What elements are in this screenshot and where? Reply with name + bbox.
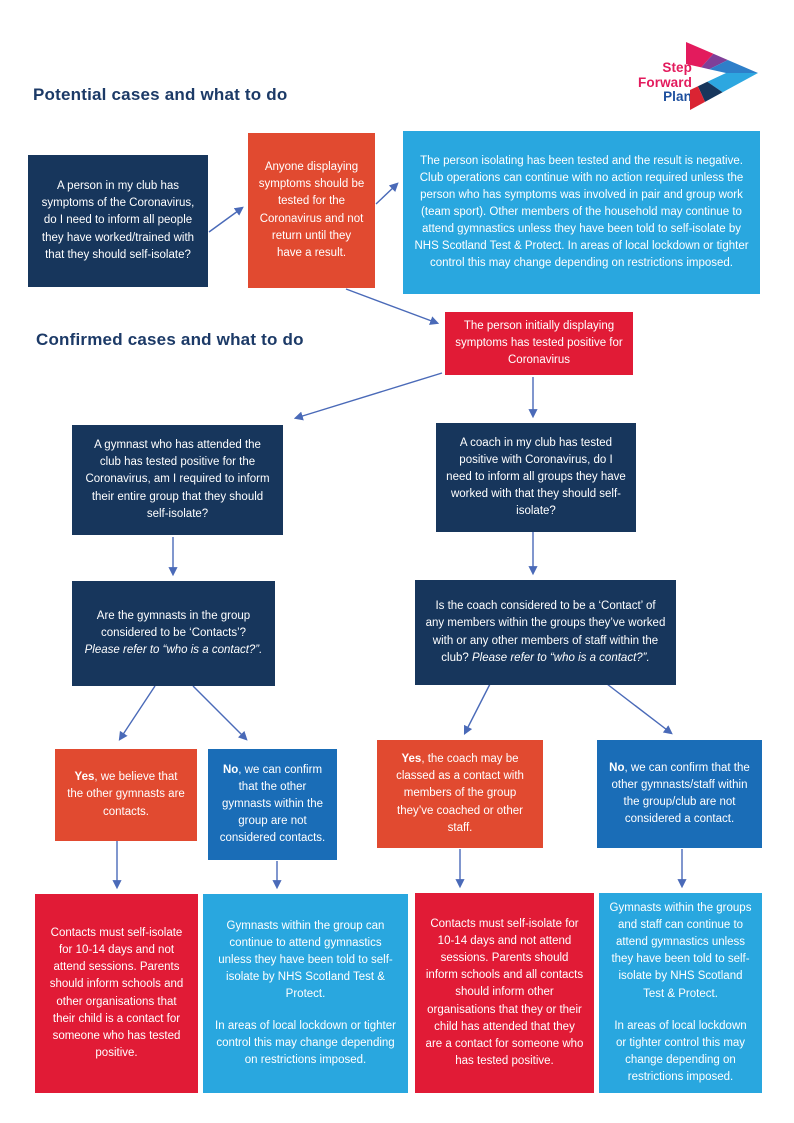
box-gymnasts-contacts-question-text: Are the gymnasts in the group considered…	[82, 608, 265, 659]
box-coach-contact-question: Is the coach considered to be a ‘Contact…	[415, 580, 676, 685]
arrow-testing-to-negative	[375, 182, 399, 205]
box-symptoms-question: A person in my club has symptoms of the …	[28, 155, 208, 287]
box-gymnast-positive-question-text: A gymnast who has attended the club has …	[85, 439, 270, 520]
box-group-continue-left: Gymnasts within the group can continue t…	[203, 894, 408, 1093]
box-coach-positive-question: A coach in my club has tested positive w…	[436, 423, 636, 532]
box-yes-coach-contact: Yes, the coach may be classed as a conta…	[377, 740, 543, 848]
yes-text: , we believe that the other gymnasts are…	[67, 771, 185, 818]
box-coach-positive-question-text: A coach in my club has tested positive w…	[446, 436, 626, 518]
box-testing-advice-text: Anyone displaying symptoms should be tes…	[258, 161, 365, 259]
arrow-contactsq-to-yes1	[118, 685, 156, 741]
box-contacts-isolate-right: Contacts must self-isolate for 10-14 day…	[415, 893, 594, 1093]
arrow-contactsq-to-no1	[192, 685, 248, 741]
no-text: , we can confirm that the other gymnasts…	[611, 761, 750, 826]
arrow-contactq-to-yes2	[463, 683, 491, 736]
box-coach-contact-question-text: Is the coach considered to be a ‘Contact…	[425, 598, 666, 666]
logo-word-forward: Forward	[638, 74, 692, 90]
box-gymnasts-contacts-question: Are the gymnasts in the group considered…	[72, 581, 275, 686]
box-positive-confirmed: The person initially displaying symptoms…	[445, 312, 633, 375]
box-groups-continue-right-p1: Gymnasts within the groups and staff can…	[609, 902, 752, 1000]
box-positive-confirmed-text: The person initially displaying symptoms…	[455, 319, 623, 367]
no-label: No	[609, 761, 625, 774]
yes-label: Yes	[74, 771, 95, 784]
contacts-question-refer-note: Please refer to “who is a contact?”.	[84, 644, 263, 656]
box-testing-advice: Anyone displaying symptoms should be tes…	[248, 133, 375, 288]
arrow-contactq-to-no2	[606, 683, 673, 735]
box-yes-coach-contact-text: Yes, the coach may be classed as a conta…	[387, 751, 533, 836]
logo-wordmark: Step Forward Plan	[638, 60, 692, 105]
box-negative-result: The person isolating has been tested and…	[403, 131, 760, 294]
logo-word-step: Step	[662, 60, 692, 75]
box-negative-result-text: The person isolating has been tested and…	[414, 154, 749, 270]
box-no-gymnasts-not-contacts-text: No, we can confirm that the other gymnas…	[218, 762, 327, 847]
box-symptoms-question-text: A person in my club has symptoms of the …	[41, 180, 195, 261]
arrow-symptoms-to-testing	[208, 206, 244, 233]
arrow-positive-to-gymnast	[293, 372, 443, 421]
arrow-testing-to-positive	[345, 288, 440, 325]
step-forward-plan-logo: Step Forward Plan	[590, 36, 762, 120]
yes-text: , the coach may be classed as a contact …	[396, 753, 524, 834]
heading-confirmed-cases: Confirmed cases and what to do	[36, 330, 304, 349]
box-contacts-isolate-left: Contacts must self-isolate for 10-14 day…	[35, 894, 198, 1093]
box-group-continue-left-p1: Gymnasts within the group can continue t…	[218, 919, 393, 1000]
box-groups-continue-right: Gymnasts within the groups and staff can…	[599, 893, 762, 1093]
box-no-staff-not-contact: No, we can confirm that the other gymnas…	[597, 740, 762, 848]
box-groups-continue-right-p2: In areas of local lockdown or tighter co…	[614, 1019, 747, 1083]
logo-word-plan: Plan	[663, 89, 692, 104]
box-no-staff-not-contact-text: No, we can confirm that the other gymnas…	[607, 760, 752, 828]
box-group-continue-left-p2: In areas of local lockdown or tighter co…	[215, 1020, 396, 1067]
box-contacts-isolate-right-text: Contacts must self-isolate for 10-14 day…	[425, 918, 584, 1067]
contacts-question-main: Are the gymnasts in the group considered…	[96, 609, 251, 639]
heading-potential-cases: Potential cases and what to do	[33, 85, 288, 104]
box-yes-gymnasts-contacts-text: Yes, we believe that the other gymnasts …	[65, 769, 187, 820]
box-contacts-isolate-left-text: Contacts must self-isolate for 10-14 day…	[49, 927, 184, 1059]
coach-question-main: Is the coach considered to be a ‘Contact…	[425, 600, 666, 664]
box-yes-gymnasts-contacts: Yes, we believe that the other gymnasts …	[55, 749, 197, 841]
coach-question-refer-note: Please refer to “who is a contact?”.	[471, 651, 650, 664]
box-no-gymnasts-not-contacts: No, we can confirm that the other gymnas…	[208, 749, 337, 860]
chevron-logo-icon	[686, 42, 758, 110]
yes-label: Yes	[401, 753, 422, 766]
box-gymnast-positive-question: A gymnast who has attended the club has …	[72, 425, 283, 535]
no-label: No	[222, 763, 239, 776]
no-text: , we can confirm that the other gymnasts…	[219, 763, 326, 845]
